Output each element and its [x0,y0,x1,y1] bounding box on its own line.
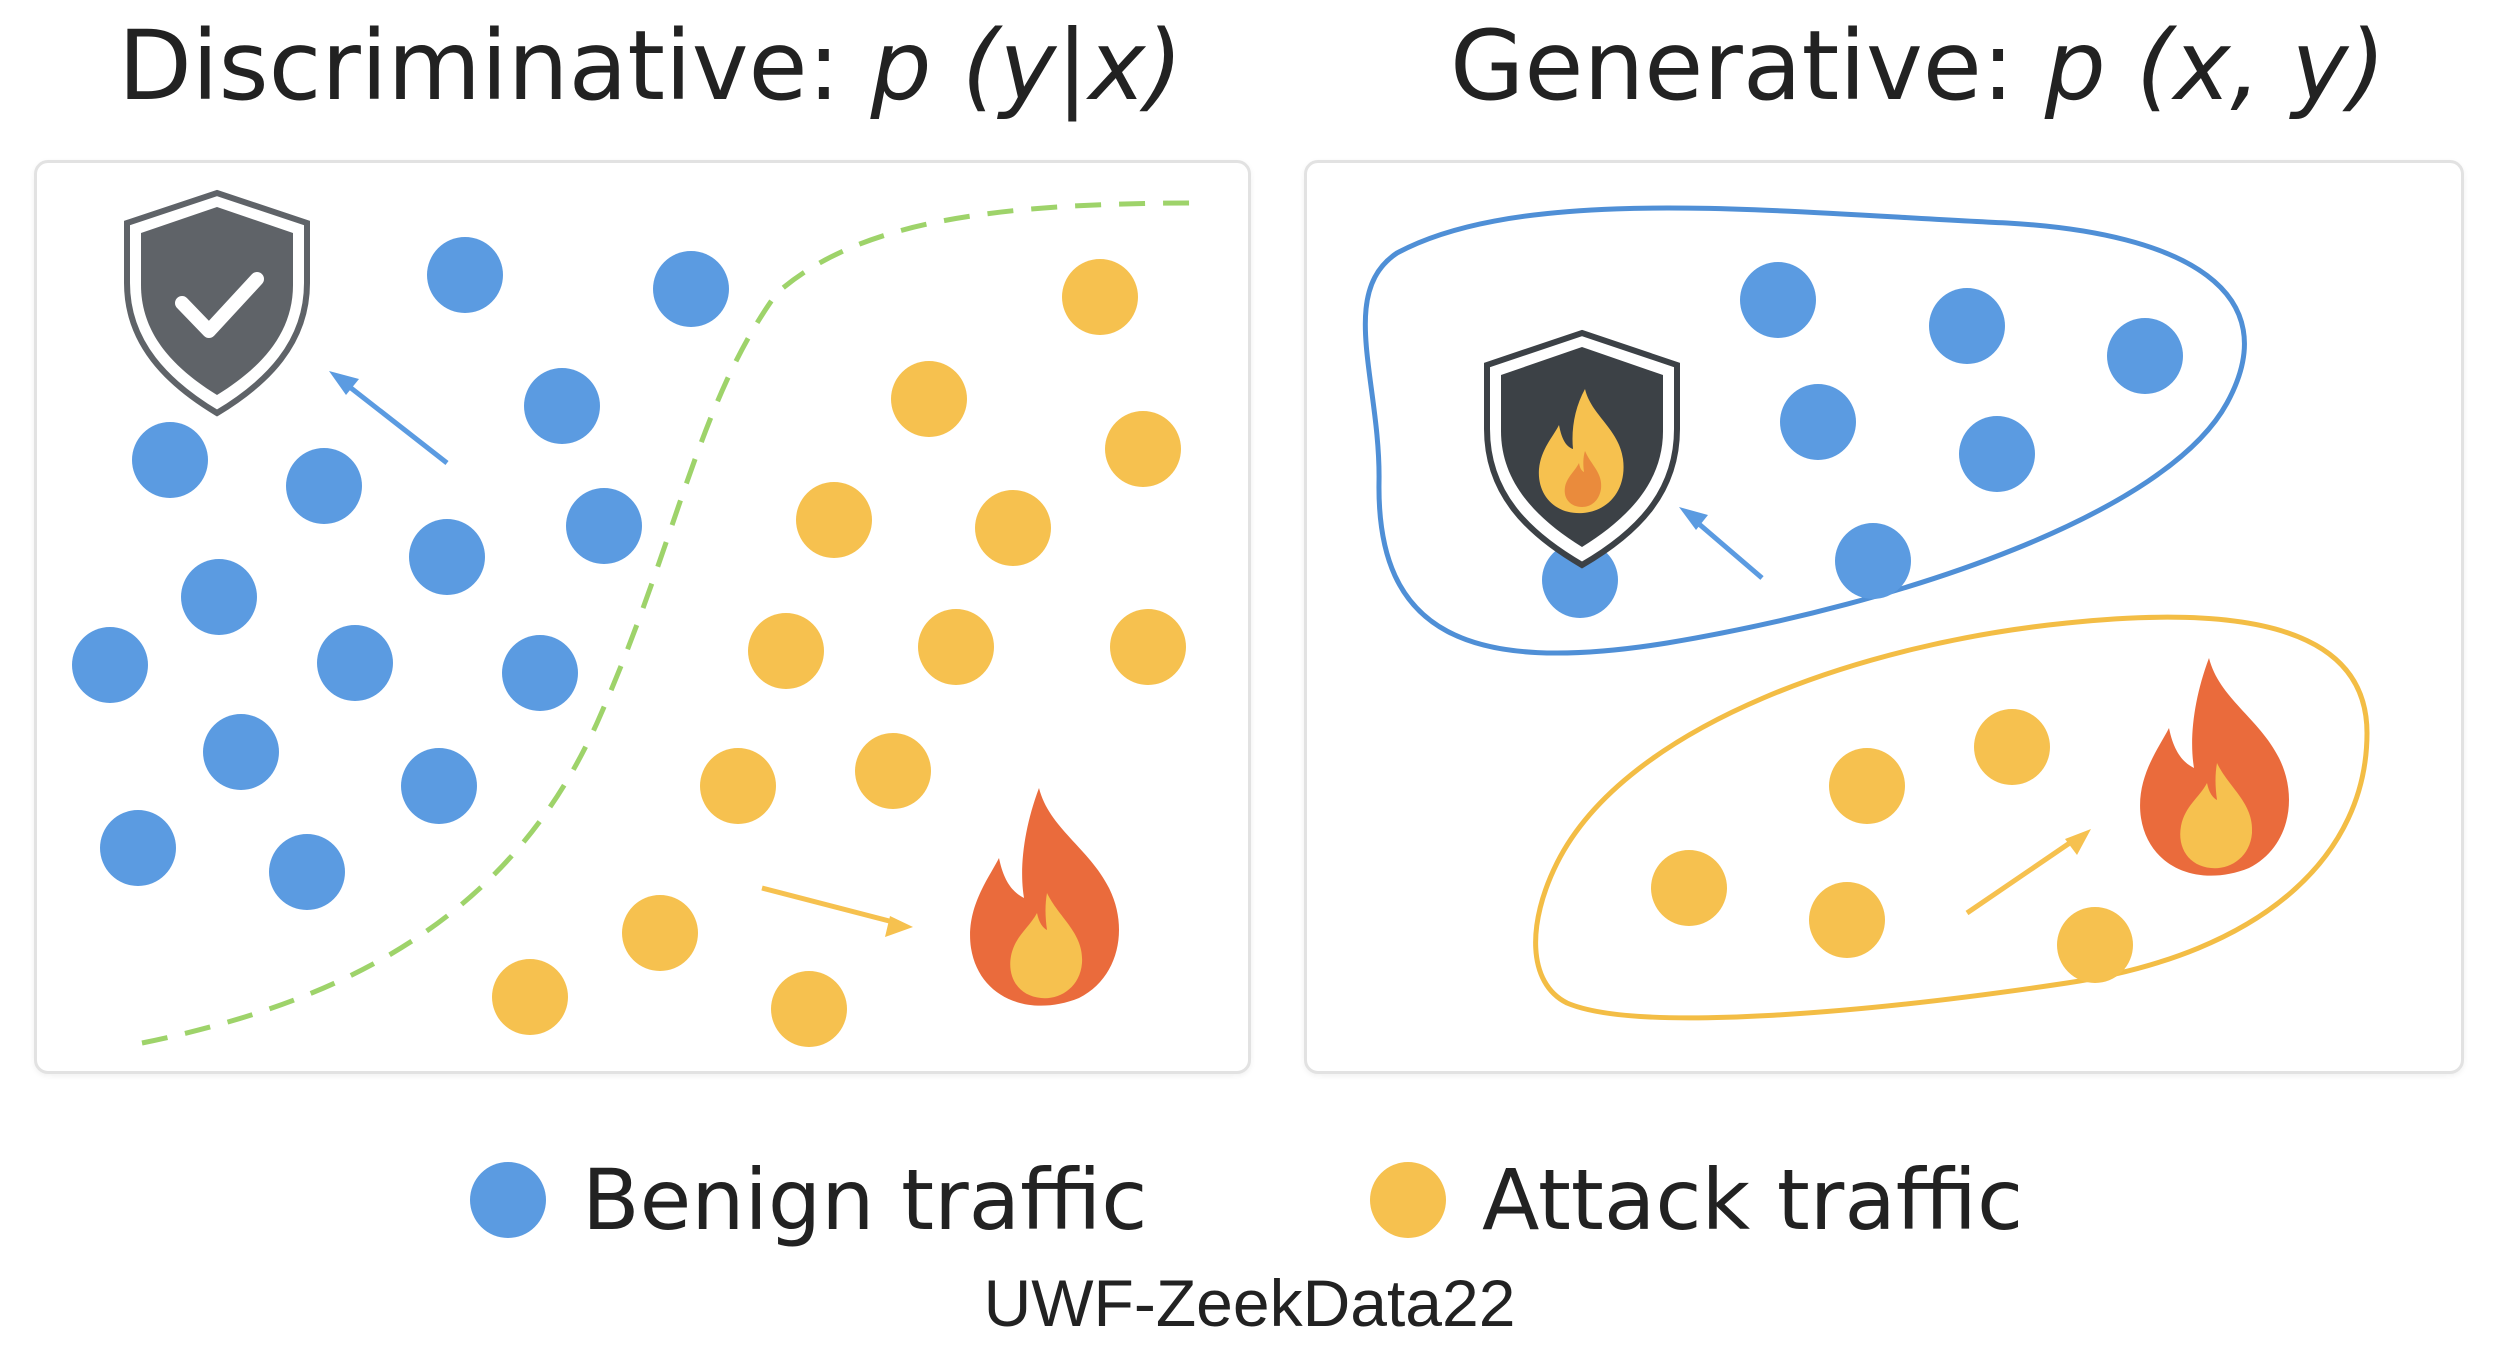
benign-point [203,714,279,790]
benign-cluster-boundary [1362,205,2247,656]
attack-point [855,733,931,809]
benign-point [1740,262,1816,338]
dataset-caption: UWF-ZeekData22 [983,1266,1516,1340]
discriminative-title: Discriminative: p (y|x) [118,10,1183,122]
benign-points [1542,262,2183,618]
generative-title-prefix: Generative: [1450,10,2045,122]
fire-icon [970,788,1119,1006]
attack-legend-label: Attack traffic [1482,1151,2024,1249]
benign-legend-marker [470,1162,546,1238]
benign-arrow [1679,507,1764,580]
benign-point [1959,416,2035,492]
attack-points [492,259,1186,1047]
benign-point [2107,318,2183,394]
benign-point [181,559,257,635]
attack-point [748,613,824,689]
benign-point [427,237,503,313]
benign-point [1542,542,1618,618]
benign-point [100,810,176,886]
shield-fire-icon [1484,329,1680,569]
generative-title: Generative: p (x, y) [1450,10,2386,122]
attack-point [1110,609,1186,685]
benign-point [132,422,208,498]
attack-arrow [1965,829,2091,916]
attack-point [1829,748,1905,824]
generative-diagram [1362,205,2370,1021]
shield-check-icon [124,189,310,417]
discriminative-diagram [72,189,1198,1047]
attack-cluster-boundary [1533,614,2370,1021]
attack-point [622,895,698,971]
attack-point [771,971,847,1047]
benign-point [502,635,578,711]
benign-point [317,625,393,701]
attack-point [1062,259,1138,335]
fire-icon [2140,658,2289,876]
attack-arrow [761,885,913,937]
decision-boundary [141,200,1198,1046]
benign-point [286,448,362,524]
discriminative-panel [34,160,1251,1074]
attack-point [492,959,568,1035]
legend-item-benign: Benign traffic [470,1150,1147,1250]
benign-point [524,368,600,444]
benign-point [401,748,477,824]
benign-point [409,519,485,595]
attack-point [1105,411,1181,487]
discriminative-title-formula: p (y|x) [870,10,1183,122]
discriminative-title-prefix: Discriminative: [118,10,871,122]
attack-point [891,361,967,437]
attack-legend-marker [1370,1162,1446,1238]
legend-item-attack: Attack traffic [1370,1150,2023,1250]
benign-arrow [329,371,449,465]
legend: Benign traffic Attack traffic [0,1150,2499,1250]
benign-point [653,251,729,327]
benign-point [1780,384,1856,460]
attack-point [1651,850,1727,926]
benign-point [269,834,345,910]
attack-point [1974,709,2050,785]
benign-point [72,627,148,703]
attack-point [918,609,994,685]
generative-title-formula: p (x, y) [2044,10,2386,122]
attack-point [700,748,776,824]
benign-point [1835,523,1911,599]
attack-point [796,482,872,558]
attack-points [1651,709,2133,983]
benign-point [1929,288,2005,364]
attack-point [975,490,1051,566]
attack-point [1809,882,1885,958]
benign-points [72,237,729,910]
generative-panel [1304,160,2464,1074]
attack-point [2057,907,2133,983]
benign-legend-label: Benign traffic [582,1151,1148,1249]
benign-point [566,488,642,564]
